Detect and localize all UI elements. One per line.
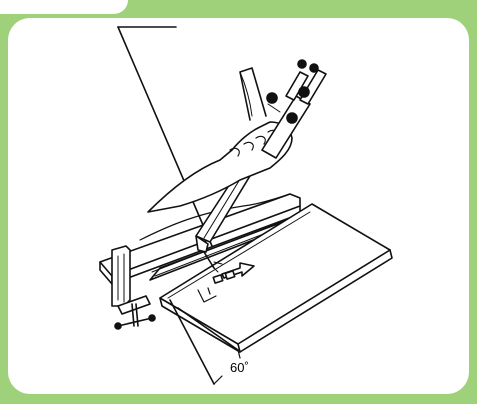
torch-valves <box>261 59 327 159</box>
lower-plate <box>159 203 393 353</box>
c-clamp <box>111 245 156 330</box>
angle-label: 60˚ <box>230 360 249 375</box>
weld-direction-arrow <box>212 262 255 284</box>
bevel-angle-marks <box>169 287 241 385</box>
leader-line <box>117 26 213 247</box>
frame-tab-notch <box>0 0 128 14</box>
